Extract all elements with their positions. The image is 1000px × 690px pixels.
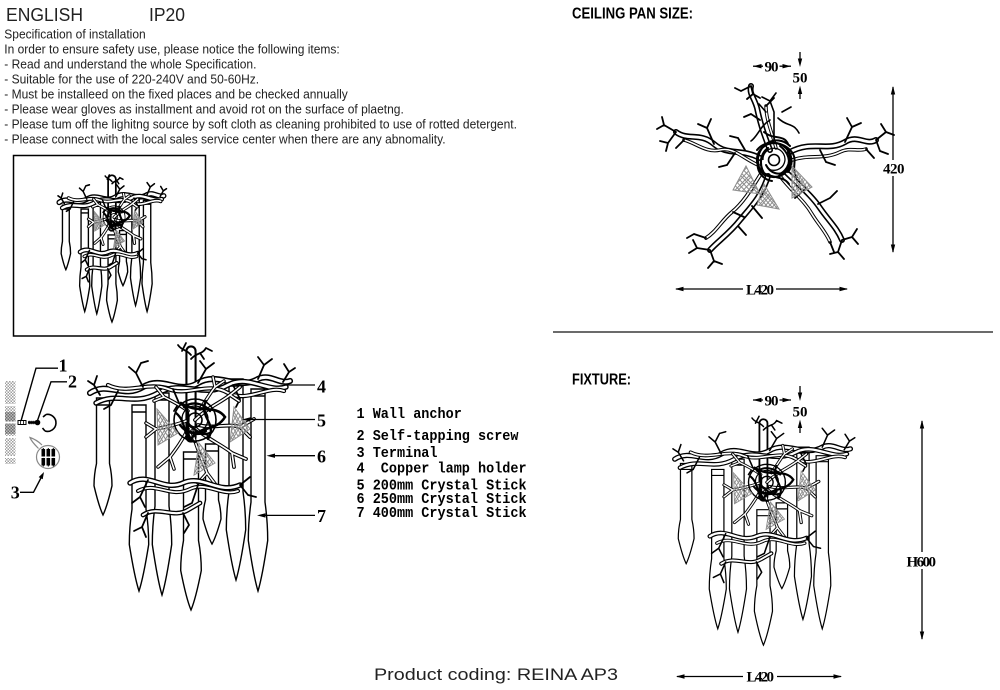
svg-text:5: 5	[317, 411, 326, 431]
svg-text:4 Copper lamp holder: 4 Copper lamp holder	[357, 461, 527, 478]
svg-text:H600: H600	[907, 555, 937, 571]
svg-text:1: 1	[59, 356, 68, 376]
svg-text:In order to ensure safety use,: In order to ensure safety use, please no…	[4, 42, 339, 56]
svg-text:420: 420	[883, 162, 905, 178]
svg-text:50: 50	[793, 71, 808, 87]
svg-text:Product coding: REINA AP3: Product coding: REINA AP3	[374, 665, 618, 684]
svg-text:2 Self-tapping screw: 2 Self-tapping screw	[357, 428, 519, 445]
svg-text:L420: L420	[746, 283, 774, 299]
svg-text:IP20: IP20	[149, 4, 185, 25]
svg-text:3: 3	[11, 482, 20, 502]
svg-text:CEILING PAN SIZE:: CEILING PAN SIZE:	[572, 6, 693, 23]
svg-text:5 200mm Crystal Stick: 5 200mm Crystal Stick	[357, 478, 527, 495]
svg-text:Specification of installation: Specification of installation	[4, 27, 146, 41]
svg-text:- Must be installeed on the fi: - Must be installeed on the fixed places…	[4, 87, 348, 101]
svg-text:1 Wall anchor: 1 Wall anchor	[357, 406, 462, 423]
svg-text:- Please connect with the loca: - Please connect with the local sales se…	[4, 132, 445, 146]
svg-text:3 Terminal: 3 Terminal	[357, 445, 438, 462]
svg-text:- Read and understand the whol: - Read and understand the whole Specific…	[4, 57, 256, 71]
svg-text:- Suitable for the use of 220-: - Suitable for the use of 220-240V and 5…	[4, 72, 259, 86]
svg-text:90: 90	[765, 394, 779, 410]
svg-text:- Please wear gloves as instal: - Please wear gloves as installment and …	[4, 102, 403, 116]
svg-text:6 250mm Crystal Stick: 6 250mm Crystal Stick	[357, 491, 527, 508]
svg-text:7 400mm Crystal Stick: 7 400mm Crystal Stick	[357, 505, 527, 522]
svg-text:2: 2	[68, 371, 77, 391]
svg-text:50: 50	[793, 405, 808, 421]
svg-text:90: 90	[765, 60, 779, 76]
svg-text:4: 4	[317, 377, 326, 397]
svg-text:- Please tum off the lighitng: - Please tum off the lighitng source by …	[4, 117, 517, 131]
svg-text:6: 6	[317, 446, 326, 466]
svg-text:L420: L420	[747, 670, 775, 686]
svg-text:FIXTURE:: FIXTURE:	[572, 372, 631, 389]
svg-text:7: 7	[317, 506, 326, 526]
svg-text:ENGLISH: ENGLISH	[6, 4, 83, 25]
